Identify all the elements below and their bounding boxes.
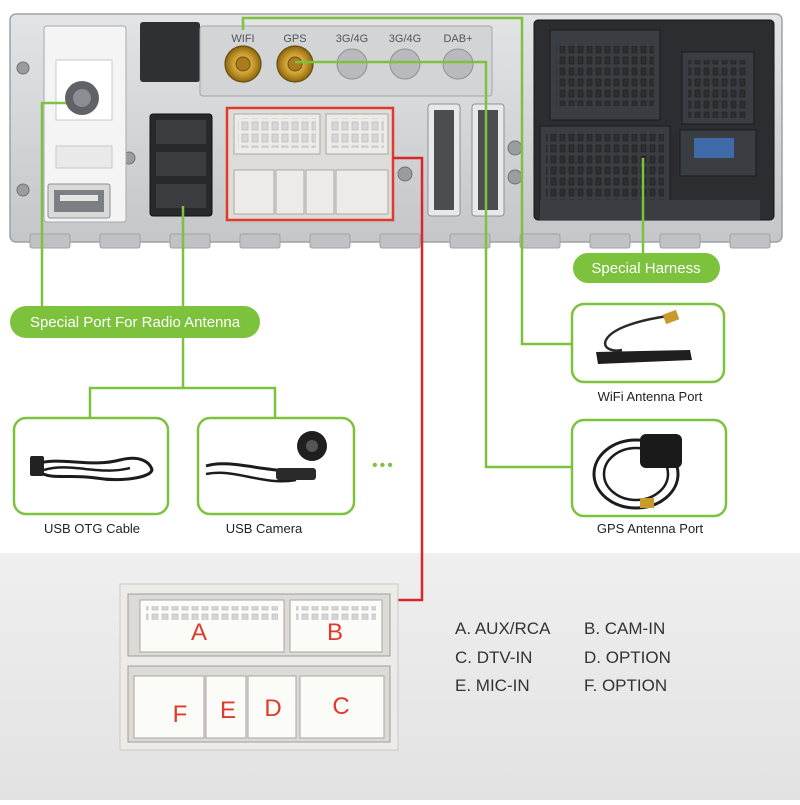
connector-link-line — [392, 156, 424, 602]
top-slot — [140, 22, 200, 82]
port-label-2: 3G/4G — [336, 33, 368, 45]
legend-c: C. DTV-IN — [455, 648, 532, 667]
usb-camera-card: USB Camera — [196, 416, 356, 536]
legend-d: D. OPTION — [584, 648, 671, 667]
port-label-0: WIFI — [231, 33, 254, 45]
radio-antenna-module — [43, 25, 127, 223]
usb-otg-label: USB OTG Cable — [44, 521, 140, 536]
legend-f: F. OPTION — [584, 676, 667, 695]
connection-lines — [40, 16, 645, 469]
more-accessories-dots: ••• — [372, 457, 395, 474]
wifi-sma-port — [224, 45, 262, 83]
legend-b: B. CAM-IN — [584, 619, 665, 638]
gps-antenna-label: GPS Antenna Port — [597, 521, 704, 536]
special-harness-label: Special Harness — [591, 260, 700, 277]
connector-closeup: A B F E D C — [119, 583, 399, 751]
connector-legend: A. AUX/RCA B. CAM-IN C. DTV-IN D. OPTION… — [455, 619, 671, 695]
usb-stack — [149, 113, 213, 217]
gps-antenna-card: GPS Antenna Port — [570, 418, 728, 536]
port-label-3: 3G/4G — [389, 33, 421, 45]
special-port-label: Special Port For Radio Antenna — [30, 314, 241, 331]
connector-letter-c: C — [332, 693, 349, 720]
special-harness-connector — [533, 19, 775, 221]
usb-port — [47, 183, 111, 219]
connector-letter-a: A — [191, 619, 207, 646]
usb-camera-label: USB Camera — [226, 521, 303, 536]
special-harness-callout: Special Harness — [573, 253, 720, 283]
connector-letter-e: E — [220, 697, 236, 724]
connector-letter-b: B — [327, 619, 343, 646]
legend-a: A. AUX/RCA — [455, 619, 551, 638]
port-label-4: DAB+ — [443, 33, 472, 45]
port-label-1: GPS — [283, 33, 306, 45]
antenna-port-labels: WIFI GPS 3G/4G 3G/4G DAB+ — [231, 33, 472, 45]
wifi-antenna-label: WiFi Antenna Port — [598, 389, 703, 404]
gps-sma-port — [276, 45, 314, 83]
blank-port-holes — [336, 48, 474, 80]
connector-letter-d: D — [264, 695, 281, 722]
wifi-antenna-card: WiFi Antenna Port — [570, 302, 726, 404]
head-unit-back-panel: WIFI GPS 3G/4G 3G/4G DAB+ — [9, 13, 783, 249]
usb-otg-card: USB OTG Cable — [12, 416, 170, 536]
rca-connector-block — [225, 106, 395, 222]
special-port-callout: Special Port For Radio Antenna — [10, 306, 260, 338]
legend-e: E. MIC-IN — [455, 676, 530, 695]
connector-letter-f: F — [173, 701, 188, 728]
